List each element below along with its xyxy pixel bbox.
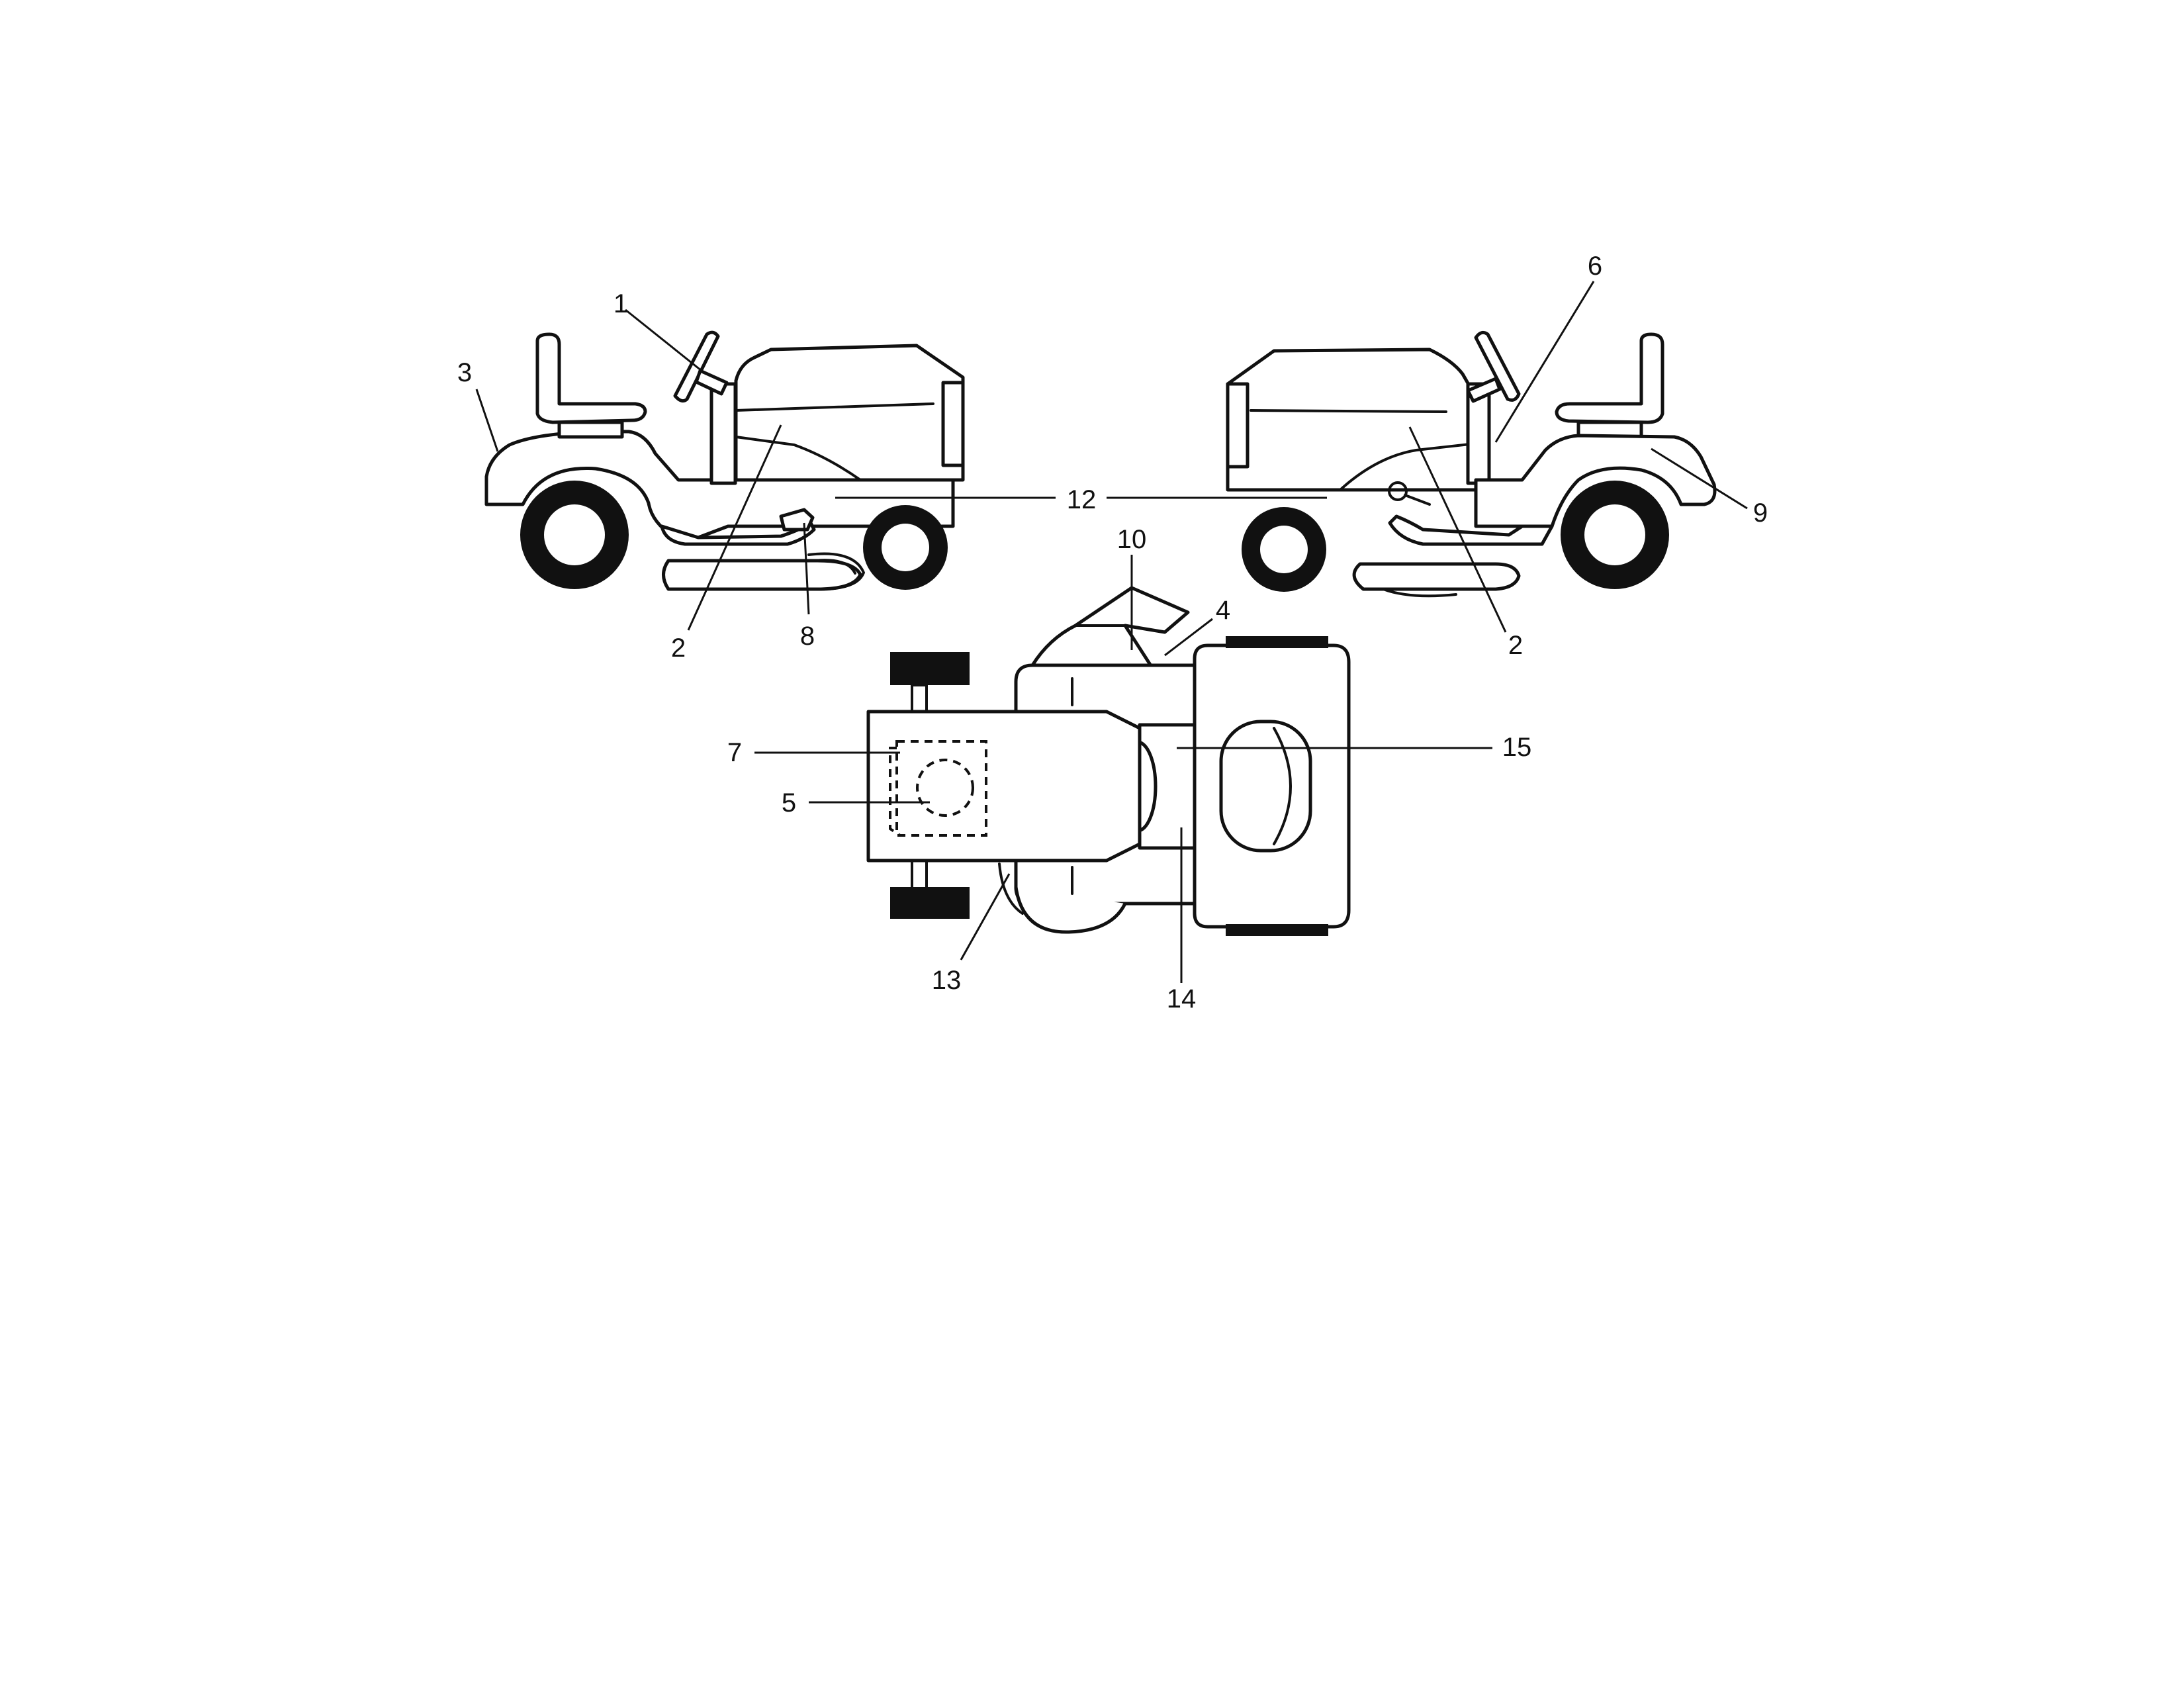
leader-3 xyxy=(475,389,499,452)
rear-tire-top-upper xyxy=(1226,636,1328,648)
front-tire-top-lower xyxy=(890,887,970,919)
leader-2-right xyxy=(1408,426,1507,633)
grille-left xyxy=(941,381,965,467)
mower-deck-right xyxy=(1352,562,1521,591)
mower-deck-left xyxy=(662,559,862,591)
deck-discharge-chute-left xyxy=(807,552,865,591)
leader-2-left xyxy=(687,424,782,631)
rear-fender-right xyxy=(1474,434,1717,528)
callout-13: 13 xyxy=(932,966,962,995)
deck-underside-right xyxy=(1382,588,1457,598)
left-side-view xyxy=(484,330,965,591)
right-side-view xyxy=(1226,330,1717,598)
callout-12: 12 xyxy=(1067,485,1097,514)
leader-4 xyxy=(1164,618,1213,657)
hood-panel-line-left xyxy=(735,402,934,412)
seat-left xyxy=(535,332,647,424)
callout-2-right: 2 xyxy=(1508,631,1523,660)
callout-7: 7 xyxy=(727,738,742,767)
callout-9: 9 xyxy=(1753,498,1768,528)
steering-column-left xyxy=(709,382,737,485)
footboard-right xyxy=(1388,514,1554,546)
leader-1 xyxy=(625,308,702,372)
hood-top xyxy=(866,710,1142,863)
steering-shaft-left xyxy=(694,369,729,396)
callout-3: 3 xyxy=(457,358,472,387)
steering-wheel-right xyxy=(1474,330,1521,402)
grille-right xyxy=(1226,382,1250,469)
seat-right xyxy=(1555,332,1664,424)
callout-10: 10 xyxy=(1117,525,1147,554)
hood-panel-line-right xyxy=(1250,409,1447,413)
leader-lines xyxy=(475,281,1748,983)
callout-5: 5 xyxy=(782,788,796,818)
deck-chute-inner-left xyxy=(813,559,856,575)
hood-side-decal-left xyxy=(735,436,862,481)
callout-14: 14 xyxy=(1167,984,1197,1013)
discharge-chute-top xyxy=(1030,586,1190,674)
hood-left xyxy=(734,344,965,482)
top-view xyxy=(866,586,1351,936)
callout-1: 1 xyxy=(614,289,628,318)
hood-side-decal-right xyxy=(1339,442,1477,491)
leader-13 xyxy=(960,873,1011,961)
air-filter-outline-top xyxy=(916,759,974,817)
callout-numbers: 1 3 2 8 12 2 6 9 10 4 7 5 15 14 13 xyxy=(457,252,1768,1013)
callout-8: 8 xyxy=(800,622,815,651)
deck-front-bulge-top xyxy=(1014,885,1127,934)
key-symbol-right xyxy=(1388,481,1408,501)
steering-shaft-right xyxy=(1466,377,1502,403)
seat-top xyxy=(1219,720,1312,853)
leader-9 xyxy=(1651,447,1748,510)
callout-4: 4 xyxy=(1216,596,1230,625)
leader-6 xyxy=(1494,281,1595,443)
callout-15: 15 xyxy=(1502,733,1532,762)
hood-right xyxy=(1226,348,1478,492)
seat-post-left xyxy=(557,420,624,439)
front-tire-top-upper xyxy=(890,652,970,685)
engine-outline-top xyxy=(895,740,987,837)
rear-tire-top-lower xyxy=(1226,924,1328,936)
leader-8 xyxy=(803,522,810,615)
callout-2-left: 2 xyxy=(671,633,686,663)
callout-6: 6 xyxy=(1588,252,1602,281)
